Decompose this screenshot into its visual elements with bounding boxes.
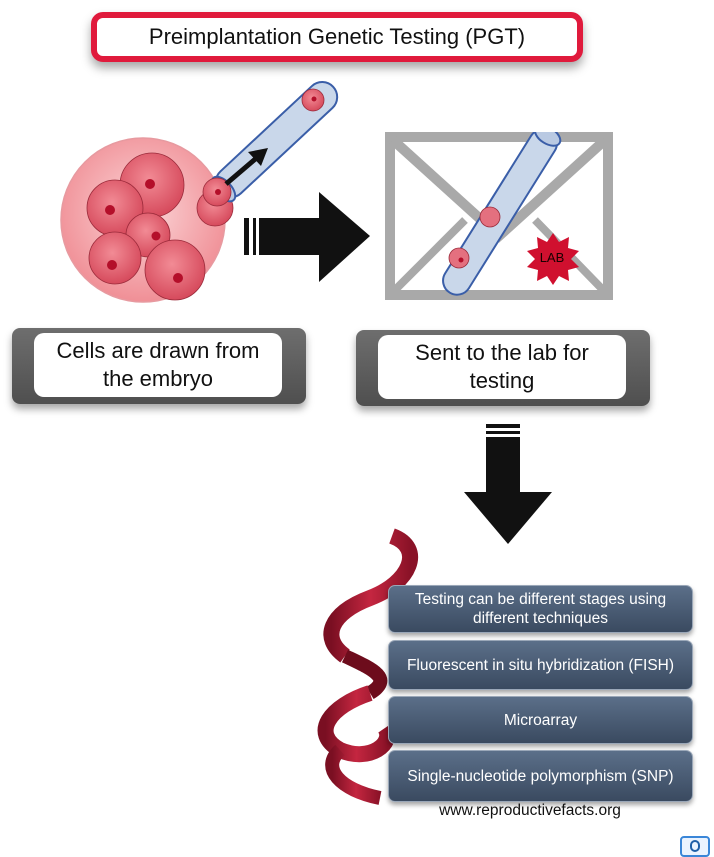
source-credit: www.reproductivefacts.org bbox=[439, 802, 621, 819]
step-sent-to-lab-label: Sent to the lab for testing bbox=[378, 335, 626, 399]
lab-stamp bbox=[527, 233, 579, 285]
arrow-right-icon bbox=[244, 192, 370, 282]
embryo-illustration bbox=[60, 81, 339, 303]
dna-ribbon-illustration bbox=[317, 528, 419, 805]
step-sent-to-lab: Sent to the lab for testing bbox=[356, 330, 650, 406]
technique-fish: Fluorescent in situ hybridization (FISH) bbox=[388, 640, 693, 690]
step-cells-drawn-label: Cells are drawn from the embryo bbox=[34, 333, 282, 397]
blastomere bbox=[88, 231, 142, 285]
envelope-illustration bbox=[385, 132, 613, 300]
badge-icon[interactable] bbox=[680, 836, 710, 857]
lab-stamp-label: LAB bbox=[539, 250, 565, 265]
blastomere bbox=[144, 239, 206, 301]
pipette bbox=[442, 132, 562, 296]
arrow-up-right-icon bbox=[224, 148, 268, 186]
technique-intro: Testing can be different stages using di… bbox=[388, 585, 693, 633]
step-cells-drawn: Cells are drawn from the embryo bbox=[12, 328, 306, 404]
technique-snp: Single-nucleotide polymorphism (SNP) bbox=[388, 750, 693, 802]
technique-microarray: Microarray bbox=[388, 696, 693, 744]
diagram-title: Preimplantation Genetic Testing (PGT) bbox=[91, 12, 583, 62]
arrow-down-icon bbox=[464, 424, 552, 544]
